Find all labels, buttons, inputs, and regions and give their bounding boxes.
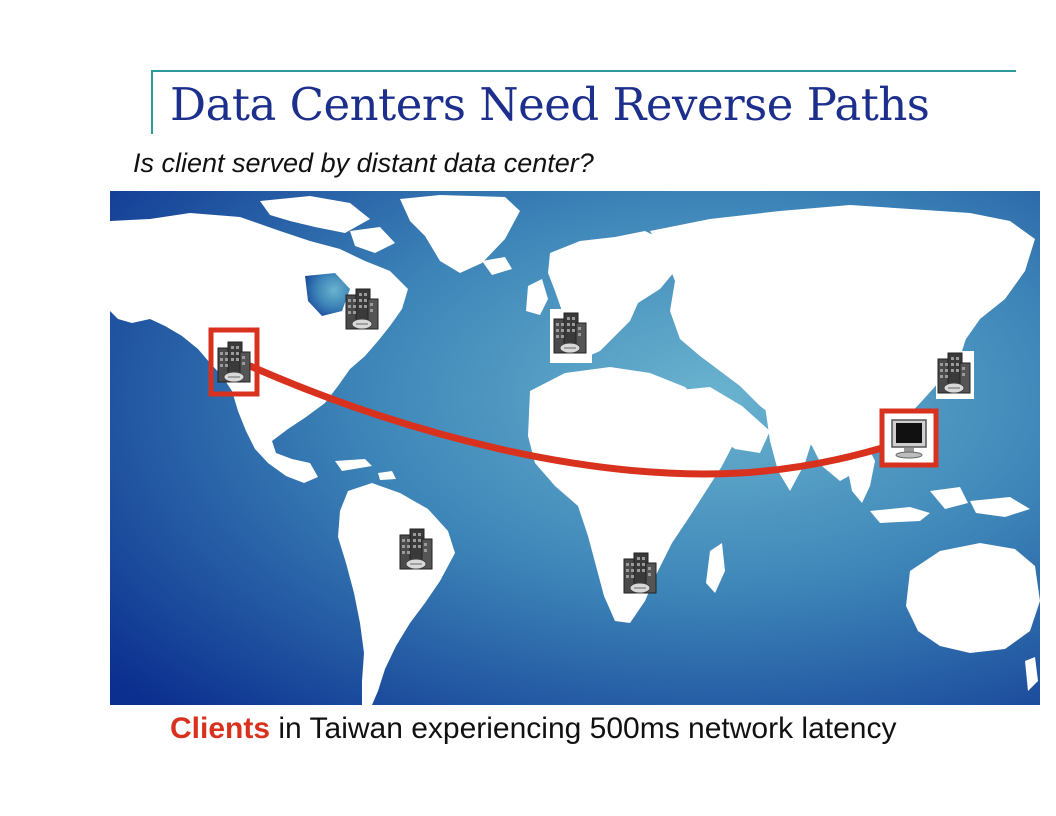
computer-monitor-icon: [879, 408, 939, 468]
title-rule-left: [151, 70, 153, 134]
slide-title: Data Centers Need Reverse Paths: [170, 78, 930, 131]
latency-path: [246, 362, 924, 478]
data-center-building-icon: [550, 309, 592, 363]
slide-caption: Clients in Taiwan experiencing 500ms net…: [170, 712, 897, 746]
data-center-building-icon: [208, 327, 260, 397]
caption-text: in Taiwan experiencing 500ms network lat…: [270, 712, 897, 745]
caption-highlight: Clients: [170, 712, 271, 745]
title-rule-top: [151, 70, 1016, 72]
slide-subtitle: Is client served by distant data center?: [133, 148, 594, 178]
world-map: [110, 191, 1040, 705]
data-center-building-icon: [936, 351, 974, 399]
